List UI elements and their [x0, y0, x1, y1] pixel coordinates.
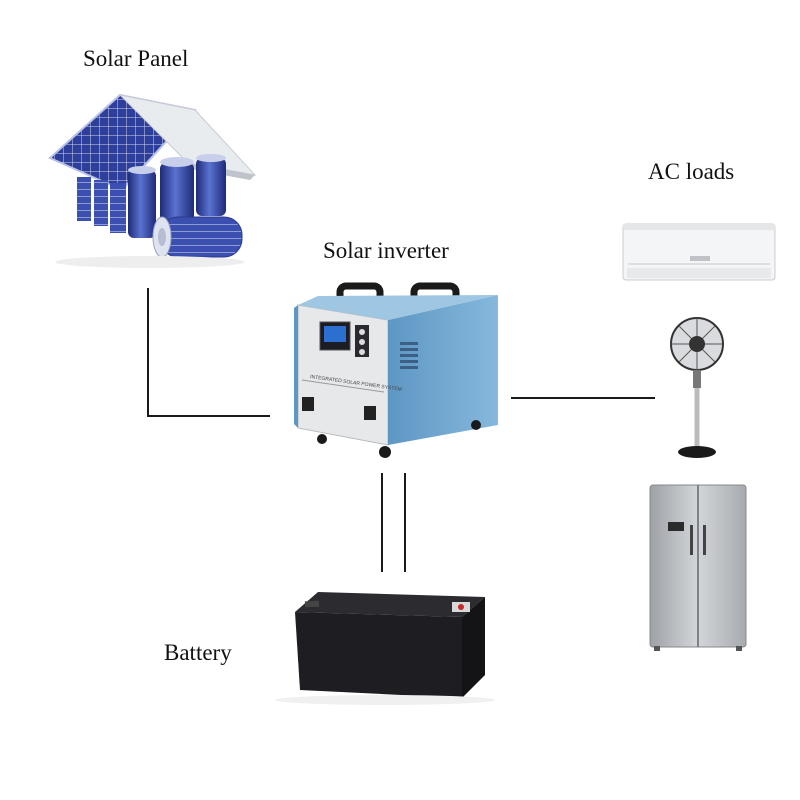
solar-inverter-icon: INTEGRATED SOLAR POWER SYSTEM [294, 282, 498, 458]
house-solar-panel-icon [48, 93, 257, 268]
refrigerator-icon [649, 484, 747, 651]
panel-to-inverter-line [147, 288, 270, 417]
standing-fan-icon [670, 317, 724, 458]
ac-loads-label: AC loads [648, 159, 735, 184]
solar-panel-label: Solar Panel [83, 46, 189, 71]
battery-label: Battery [164, 640, 232, 665]
battery-icon [275, 592, 495, 705]
air-conditioner-icon [622, 223, 776, 281]
solar-inverter-label: Solar inverter [323, 238, 449, 263]
connection-lines [147, 288, 655, 572]
